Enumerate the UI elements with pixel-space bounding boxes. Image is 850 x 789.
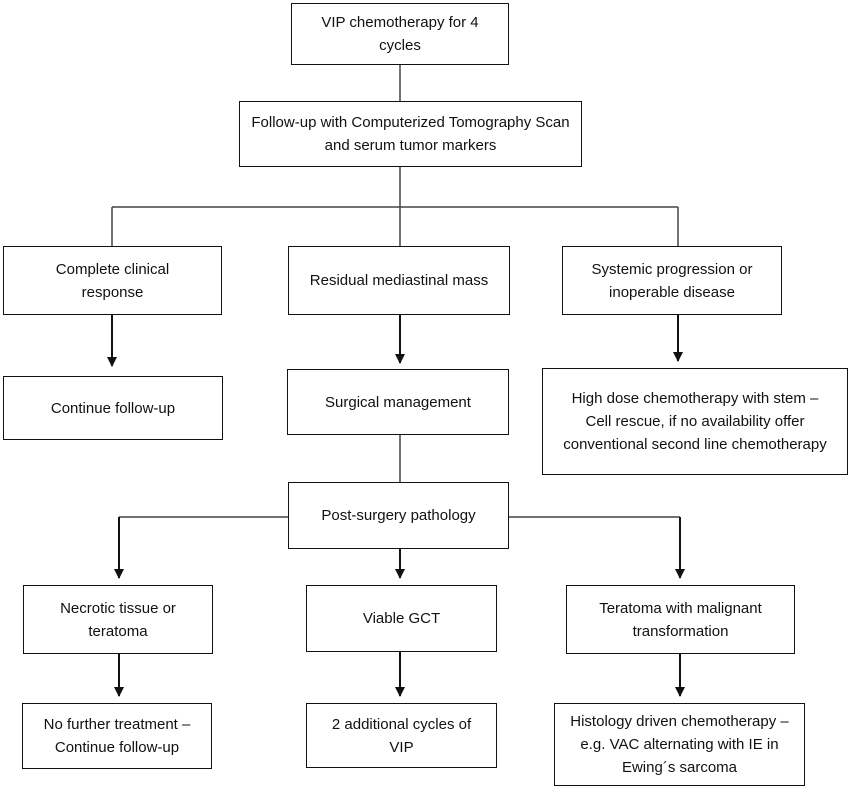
node-post-surgery-pathology: Post-surgery pathology [288, 482, 509, 549]
node-complete-response-label: Complete clinical response [55, 260, 170, 301]
node-viable-gct-label: Viable GCT [362, 610, 441, 627]
node-systemic-progression: Systemic progression or inoperable disea… [562, 246, 782, 315]
node-post-surgery-pathology-label: Post-surgery pathology [321, 507, 476, 524]
node-residual-mass-label: Residual mediastinal mass [309, 272, 489, 289]
node-systemic-progression-label: Systemic progression or inoperable disea… [591, 260, 753, 301]
node-vip-chemotherapy-label: VIP chemotherapy for 4 cycles [321, 14, 479, 54]
node-histology-driven-label: Histology driven chemotherapy – e.g. VAC… [570, 713, 789, 776]
node-high-dose-chemotherapy: High dose chemotherapy with stem – Cell … [542, 368, 848, 475]
node-viable-gct: Viable GCT [306, 585, 497, 652]
node-continue-followup: Continue follow-up [3, 376, 223, 440]
node-surgical-management-label: Surgical management [325, 393, 471, 411]
node-no-further-treatment: No further treatment – Continue follow-u… [22, 703, 212, 769]
node-vip-chemotherapy: VIP chemotherapy for 4 cycles [291, 3, 509, 65]
node-additional-vip: 2 additional cycles of VIP [306, 703, 497, 768]
node-additional-vip-label: 2 additional cycles of VIP [331, 715, 472, 756]
node-surgical-management: Surgical management [287, 369, 509, 435]
node-complete-response: Complete clinical response [3, 246, 222, 315]
node-residual-mass: Residual mediastinal mass [288, 246, 510, 315]
node-continue-followup-label: Continue follow-up [50, 399, 176, 417]
node-high-dose-chemotherapy-label: High dose chemotherapy with stem – Cell … [563, 390, 827, 453]
node-followup-ct-label: Follow-up with Computerized Tomography S… [251, 114, 570, 154]
node-no-further-treatment-label: No further treatment – Continue follow-u… [43, 716, 191, 756]
node-necrotic-tissue-label: Necrotic tissue or teratoma [60, 599, 176, 640]
node-histology-driven: Histology driven chemotherapy – e.g. VAC… [554, 703, 805, 786]
node-teratoma-malignant-label: Teratoma with malignant transformation [599, 599, 762, 640]
node-teratoma-malignant: Teratoma with malignant transformation [566, 585, 795, 654]
node-followup-ct: Follow-up with Computerized Tomography S… [239, 101, 582, 167]
node-necrotic-tissue: Necrotic tissue or teratoma [23, 585, 213, 654]
